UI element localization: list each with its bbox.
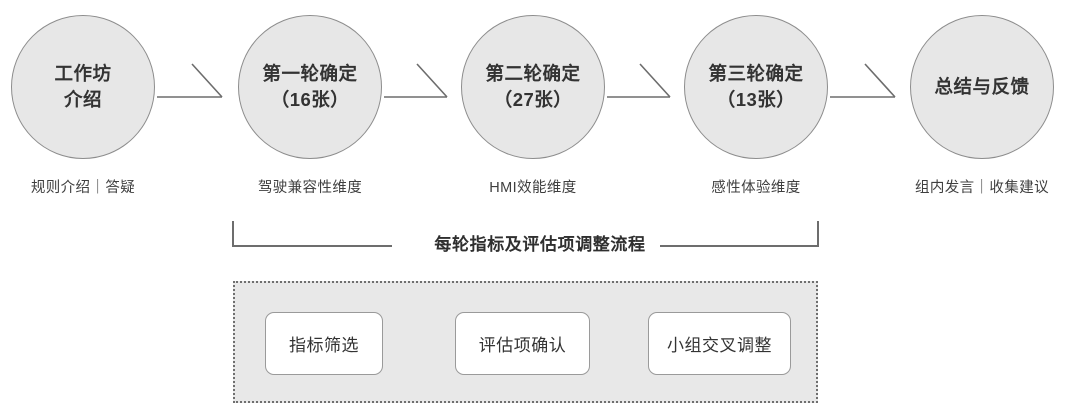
- stage-node-round-1: 第一轮确定 （16张）: [238, 15, 382, 159]
- stage-node-title-line2: 介绍: [63, 89, 102, 110]
- stage-node-round-2: 第二轮确定 （27张）: [461, 15, 605, 159]
- stage-node-summary-feedback: 总结与反馈: [910, 15, 1054, 159]
- sub-step-label: 指标筛选: [289, 336, 359, 355]
- stage-caption-round-1: 驾驶兼容性维度: [257, 180, 363, 196]
- stage-caption-workshop-intro: 规则介绍｜答疑: [30, 180, 136, 196]
- stage-caption-summary-feedback: 组内发言｜收集建议: [914, 180, 1050, 196]
- flow-arrow-2-icon: [384, 63, 448, 98]
- sub-step-evaluation-confirm: 评估项确认: [455, 312, 590, 375]
- flow-arrow-1-icon: [157, 63, 223, 98]
- flow-arrow-4-icon: [830, 63, 896, 98]
- sub-step-group-cross-adjust: 小组交叉调整: [648, 312, 791, 375]
- stage-node-title-line1: 第二轮确定: [485, 62, 581, 84]
- sub-step-indicator-screening: 指标筛选: [265, 312, 383, 375]
- sub-step-label: 评估项确认: [478, 336, 567, 355]
- stage-node-round-3: 第三轮确定 （13张）: [684, 15, 828, 159]
- stage-node-title-line1: 工作坊: [54, 62, 112, 84]
- sub-step-label: 小组交叉调整: [667, 336, 772, 355]
- stage-node-title-line1: 总结与反馈: [934, 75, 1030, 97]
- stage-node-workshop-intro: 工作坊 介绍: [11, 15, 155, 159]
- stage-caption-round-3: 感性体验维度: [711, 180, 801, 196]
- stage-node-title-line2: （27张）: [493, 89, 573, 110]
- stage-node-title-line2: （13张）: [716, 89, 796, 110]
- bracket-label: 每轮指标及评估项调整流程: [434, 235, 646, 254]
- flow-arrow-3-icon: [607, 63, 671, 98]
- stage-caption-round-2: HMI效能维度: [489, 180, 577, 196]
- stage-node-title-line1: 第一轮确定: [262, 62, 358, 84]
- stage-node-title-line1: 第三轮确定: [708, 62, 804, 84]
- stage-node-title-line2: （16张）: [270, 89, 350, 110]
